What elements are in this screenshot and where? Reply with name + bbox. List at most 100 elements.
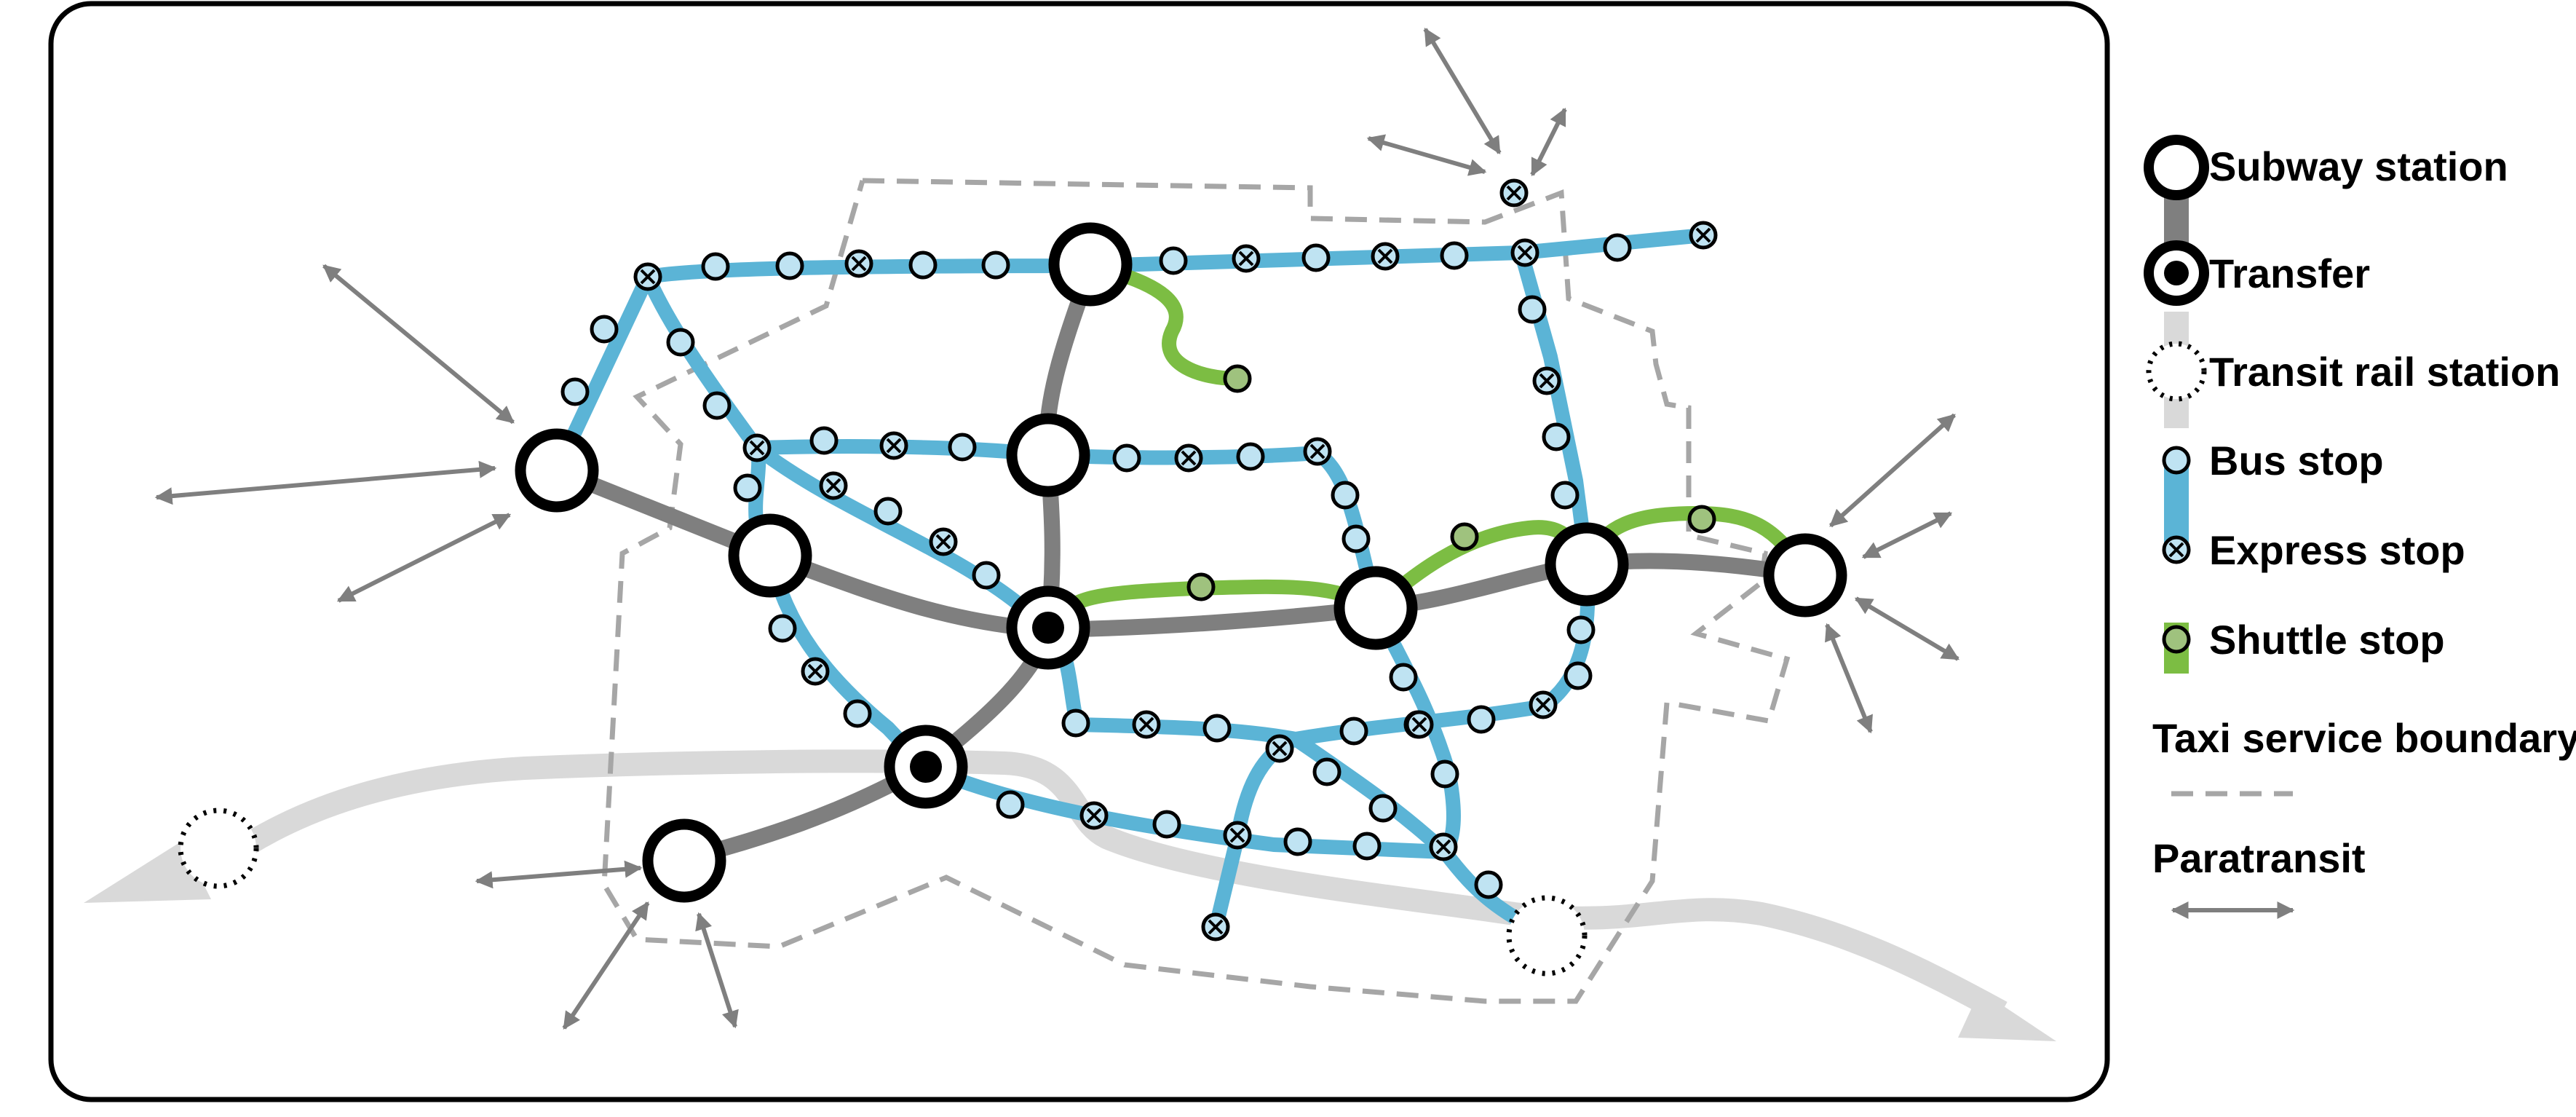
paratransit-arrow (336, 513, 512, 603)
legend-transfer-dot-icon (2164, 261, 2189, 285)
express-stop-x-icon (1535, 697, 1551, 713)
bus-stop (560, 377, 590, 406)
bus-stop (1236, 442, 1265, 471)
bus-stop (666, 328, 695, 357)
paratransit-arrow (1530, 107, 1567, 177)
bus-stop (1152, 810, 1181, 839)
subway-station (1048, 222, 1133, 307)
express-stop-x-icon (1695, 227, 1711, 243)
stations-layer (178, 222, 1847, 976)
bus-stop (1312, 757, 1341, 786)
transfer-dot-icon (1032, 612, 1064, 644)
paratransit-arrow (1366, 134, 1487, 176)
bus-stop (1331, 481, 1360, 510)
shuttle-stop (1450, 522, 1479, 551)
express-stop-x-icon (1181, 450, 1197, 466)
bus-stop (1341, 524, 1371, 553)
bus-stop (843, 699, 872, 728)
subway-station (1006, 413, 1090, 497)
rail-arrowhead-west (84, 841, 211, 903)
transit-rail-station (178, 808, 259, 889)
legend-label-bus-stop: Bus stop (2209, 438, 2384, 483)
map-frame (48, 1, 2110, 1102)
express-stop-x-icon (886, 438, 902, 454)
legend-subway-station-icon (2144, 135, 2209, 200)
bus-stop (1283, 827, 1312, 856)
shuttle-lines (1041, 258, 1812, 637)
bus-stop (981, 250, 1010, 280)
bus-stop (996, 790, 1025, 819)
legend-express-stop-x-icon (2168, 542, 2184, 558)
bus-stop (1603, 233, 1632, 262)
paratransit-arrow (154, 460, 497, 505)
legend-transit-rail-station-icon (2146, 341, 2207, 402)
legend-label-express-stop: Express stop (2209, 527, 2465, 573)
subway-station (728, 513, 812, 598)
bus-stop (1550, 481, 1580, 510)
bus-stop (775, 251, 804, 280)
express-stop-x-icon (1377, 248, 1393, 264)
bus-stop (768, 614, 797, 643)
bus-stop (908, 250, 938, 280)
paratransit-arrow (1861, 511, 1953, 559)
bus-stop (1368, 794, 1398, 823)
express-stop-x-icon (1208, 919, 1224, 935)
subway-station (515, 428, 599, 513)
bus-stop (1352, 832, 1382, 861)
legend-label-taxi-service-boundary: Taxi service boundary (2152, 715, 2576, 761)
subway-station (1333, 566, 1418, 650)
legend-label-transfer: Transfer (2209, 250, 2370, 296)
paratransit-arrow (562, 901, 650, 1030)
shuttle-stop (1223, 364, 1252, 393)
legend-shuttle-stop-icon (2162, 625, 2191, 654)
shuttle-stop (1687, 505, 1716, 534)
bus-stop (1061, 709, 1090, 738)
express-stop-x-icon (1272, 741, 1288, 757)
express-stop-x-icon (1086, 808, 1102, 824)
bus-stop (733, 473, 762, 502)
bus-stop (1440, 241, 1469, 270)
legend-label-shuttle-stop: Shuttle stop (2209, 617, 2445, 663)
taxi-service-boundary (601, 178, 1791, 1004)
legend-label-paratransit: Paratransit (2152, 835, 2366, 881)
bus-stop (1159, 246, 1188, 275)
bus-stop (1301, 243, 1331, 272)
bus-stop (1339, 717, 1368, 746)
rail-arrowhead-east (1958, 990, 2056, 1041)
transfer-dot-icon (910, 751, 942, 783)
express-stop-x-icon (640, 269, 656, 285)
express-stop-x-icon (1138, 717, 1154, 733)
transit-rail-station (1506, 895, 1588, 976)
legend: Subway station Transfer Transit rail sta… (2144, 135, 2576, 919)
legend-label-transit-rail-station: Transit rail station (2209, 349, 2560, 395)
bus-stop (1566, 615, 1596, 644)
bus-stop (1202, 714, 1232, 743)
bus-stop (809, 426, 839, 455)
express-stop-x-icon (1539, 373, 1555, 389)
bus-stop (1564, 661, 1593, 690)
legend-bus-stop-icon (2162, 446, 2191, 475)
express-stop-x-icon (825, 478, 841, 494)
bus-stop (1467, 705, 1496, 734)
bus-stop (948, 433, 977, 462)
subway-station (1545, 522, 1629, 607)
bus-stop (1430, 759, 1459, 789)
bus-stop (590, 315, 619, 344)
bus-stop (873, 497, 903, 526)
paratransit-arrow (1854, 596, 1960, 661)
express-stop-x-icon (1238, 250, 1254, 267)
paratransit-arrow (1829, 413, 1956, 528)
express-stop-x-icon (1309, 443, 1325, 459)
express-stop-x-icon (1411, 717, 1427, 733)
paratransit-arrow (322, 264, 515, 425)
paratransit-arrow (695, 912, 739, 1029)
express-stop-x-icon (1435, 839, 1451, 855)
express-stop-x-icon (1229, 827, 1245, 843)
bus-stop (1474, 870, 1503, 899)
bus-stop (972, 561, 1001, 590)
paratransit-arrow (1825, 623, 1873, 734)
bus-stop (1112, 443, 1141, 473)
paratransit-arrow (1423, 27, 1502, 155)
paratransit-arrows (154, 27, 1960, 1030)
bus-stop (1518, 295, 1547, 324)
